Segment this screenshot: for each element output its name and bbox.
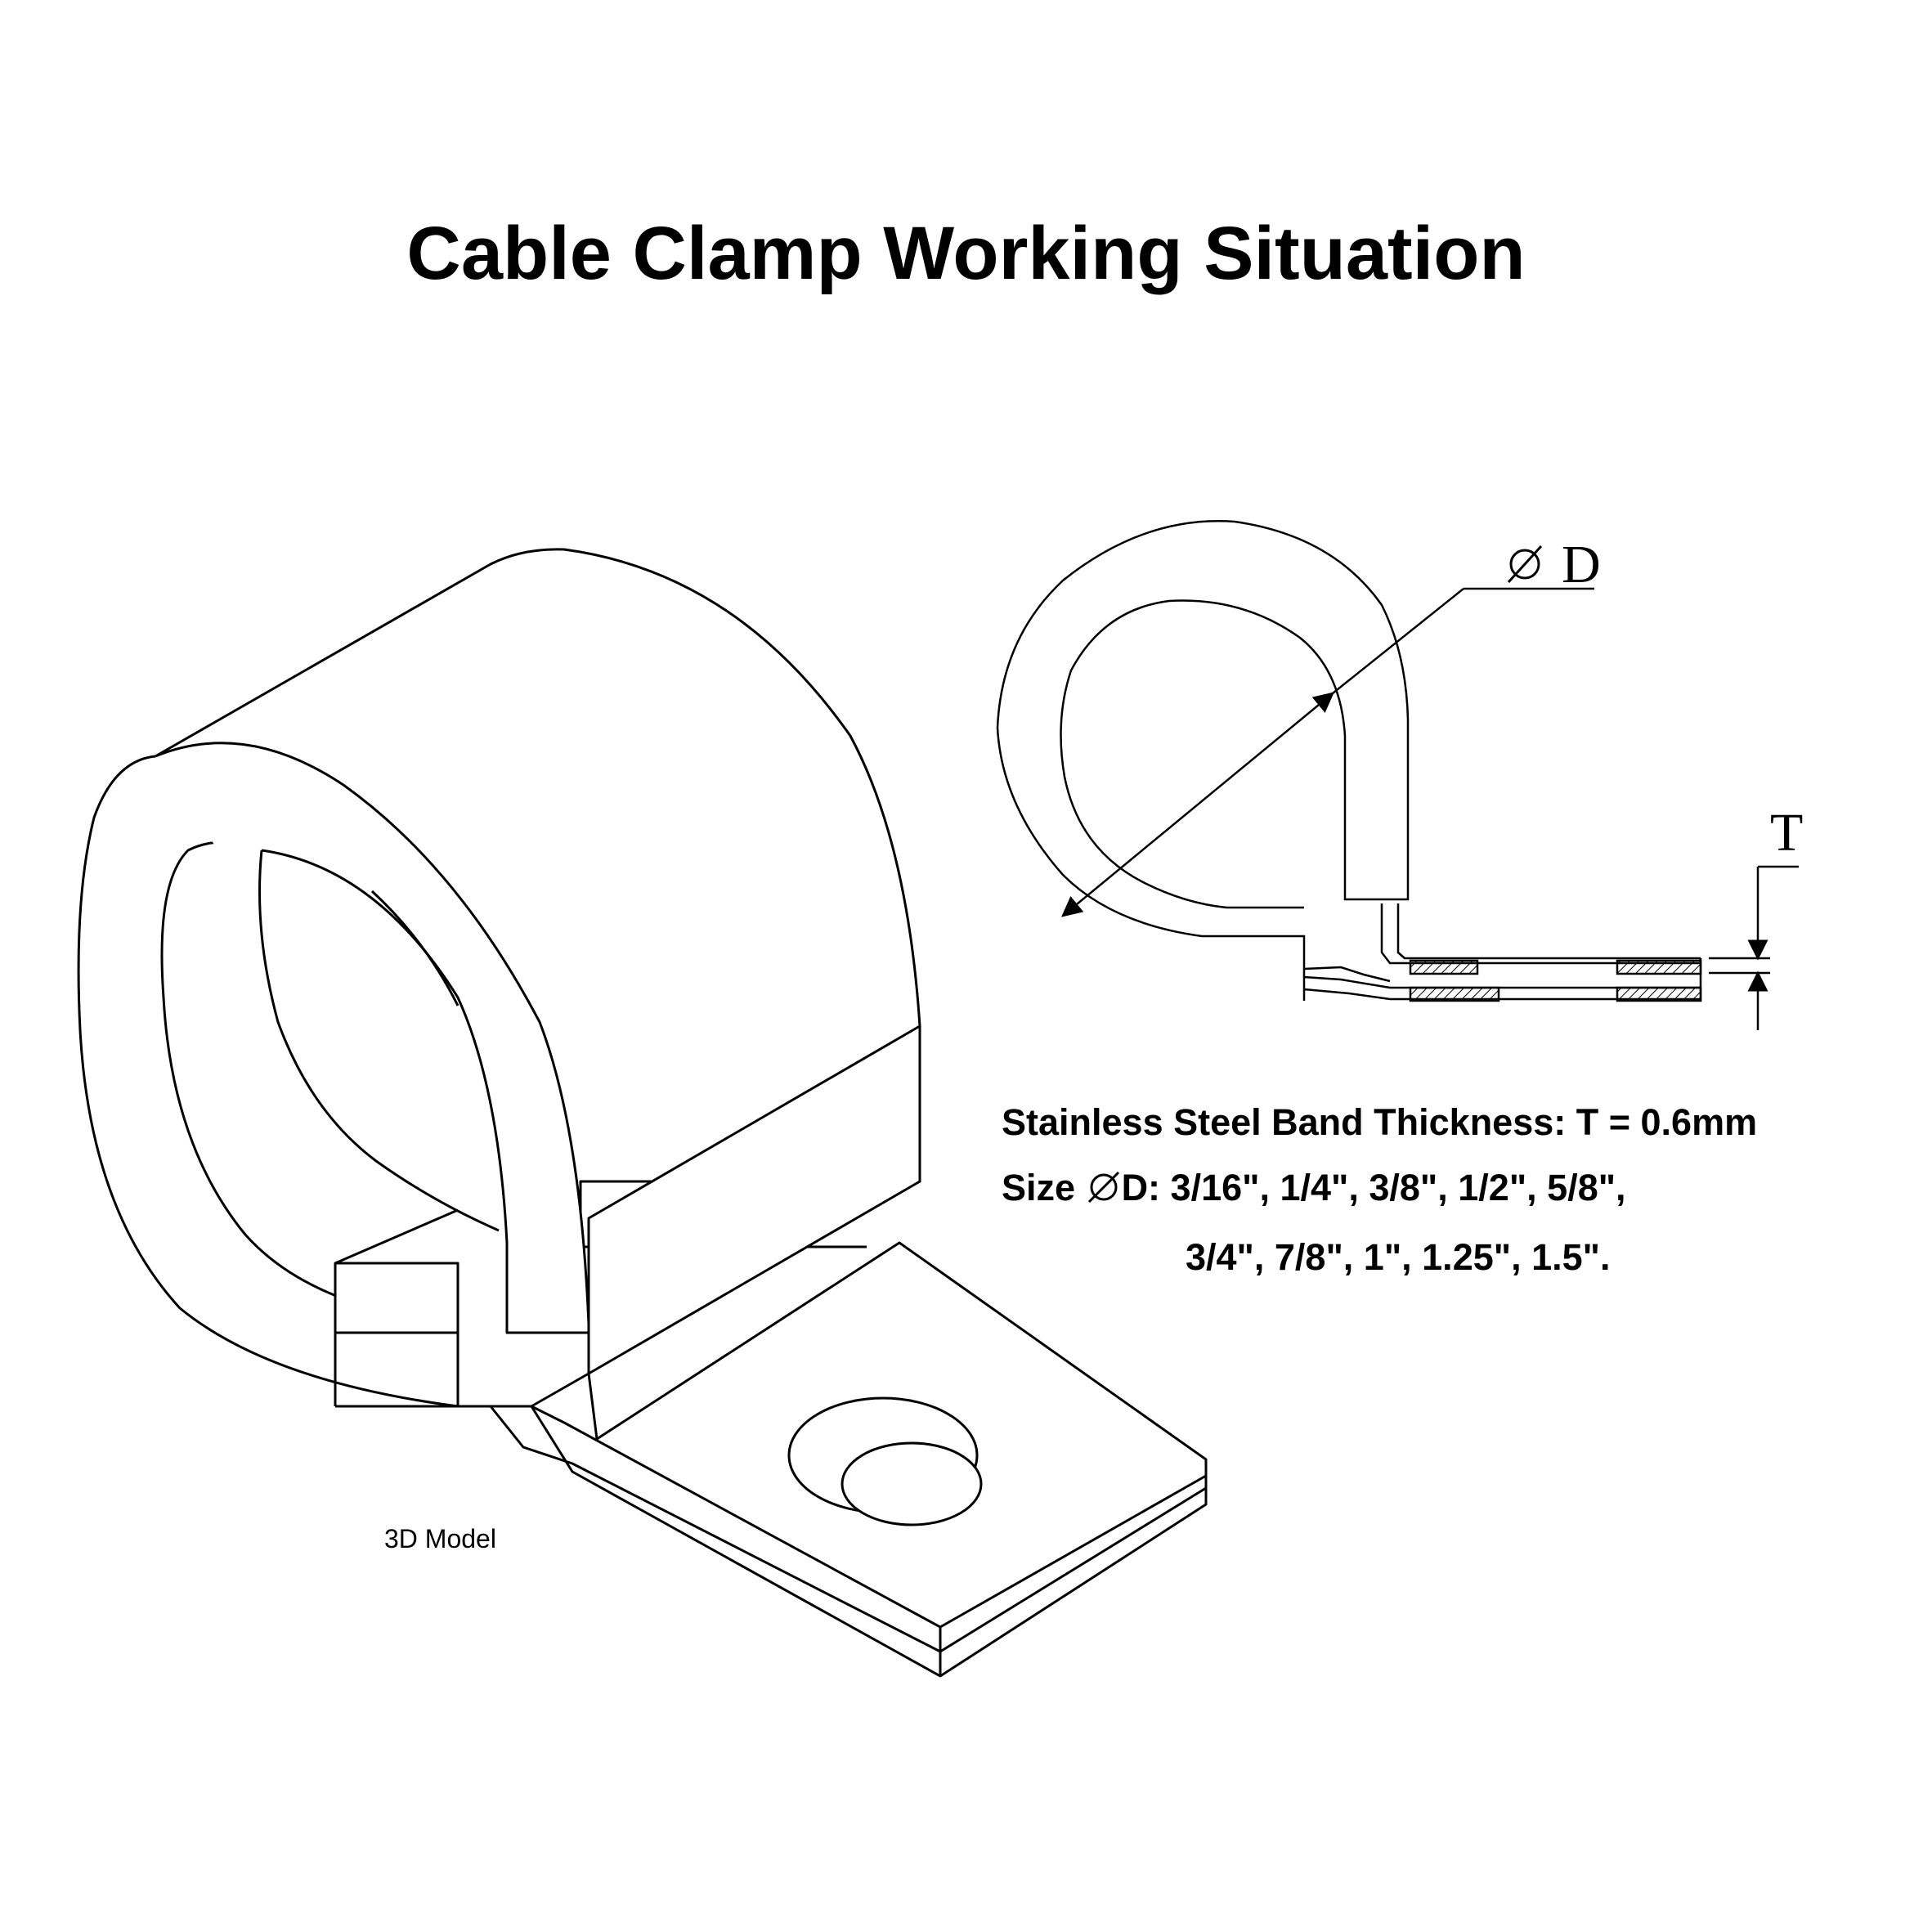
spec-size-values-1: D: 3/16", 1/4", 3/8", 1/2", 5/8",: [1121, 1167, 1626, 1208]
side-band-upper-2: [1396, 903, 1701, 960]
clamp-3d-model: [77, 548, 1208, 1678]
hatch-upper-left: [1409, 959, 1479, 975]
page-title: Cable Clamp Working Situation: [406, 212, 1526, 295]
clamp-front-rim: [155, 742, 590, 1406]
diameter-leader: [1332, 588, 1464, 694]
diameter-symbol-icon: [1087, 1171, 1119, 1204]
spec-size-line-1: Size D: 3/16", 1/4", 3/8", 1/2", 5/8",: [1002, 1165, 1626, 1211]
front-cushion-band: [587, 1024, 921, 1375]
cable-opening: [261, 849, 589, 1334]
spec-size-values-2: 3/4", 7/8", 1", 1.25", 1.5".: [1186, 1236, 1611, 1278]
diameter-symbol-icon: [1507, 545, 1543, 584]
side-band-lower-2: [1303, 988, 1701, 1001]
side-band-taper: [1303, 966, 1391, 983]
hatch-lower-right: [1616, 986, 1702, 1002]
steel-tab-edge: [489, 1405, 1207, 1653]
mounting-hole-inner: [840, 1441, 983, 1526]
spec-size-label: Size: [1002, 1167, 1076, 1208]
spec-thickness: Stainless Steel Band Thickness: T = 0.6m…: [1002, 1101, 1758, 1143]
model-caption: 3D Model: [384, 1524, 496, 1553]
dimension-labels: D T: [1507, 535, 1803, 863]
hatch-lower-left: [1409, 986, 1500, 1002]
clamp-side-view: [996, 520, 1799, 1030]
diameter-label: D: [1562, 535, 1601, 594]
thickness-label: T: [1770, 803, 1803, 863]
cable-inner-edge: [258, 849, 500, 1232]
side-band-upper: [1380, 903, 1701, 965]
hatch-upper-right: [1616, 959, 1702, 975]
cushion-side-block: [334, 1262, 459, 1334]
side-band-lower: [1303, 975, 1701, 989]
side-outer-profile: [996, 520, 1410, 1001]
clamp-top-surface: [155, 548, 921, 1248]
cable-inner-shadow: [370, 890, 459, 1006]
diameter-dimension-line: [1061, 692, 1334, 917]
